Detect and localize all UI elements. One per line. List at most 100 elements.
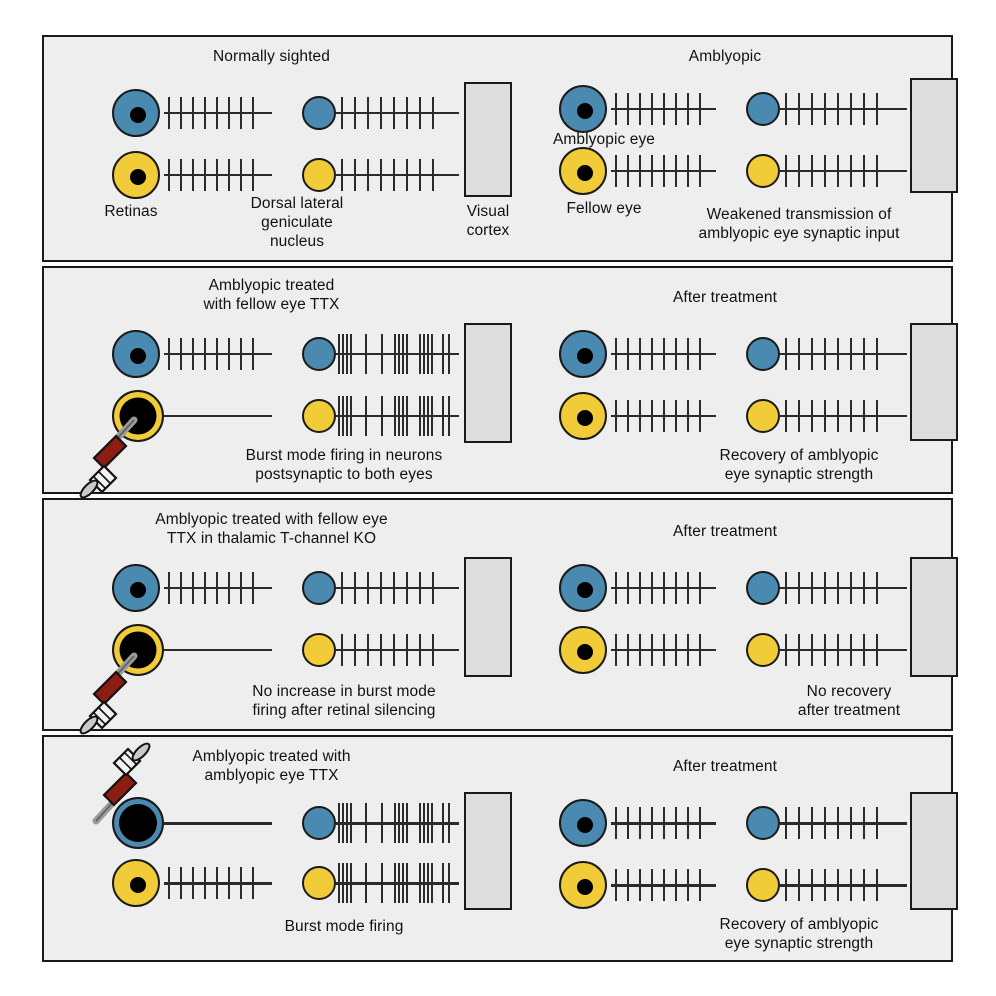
spike bbox=[639, 399, 642, 432]
retina-amblyopic-eye bbox=[112, 329, 160, 378]
burst-spike bbox=[419, 863, 422, 904]
caption-line2: after treatment bbox=[797, 702, 901, 720]
burst-spike bbox=[365, 803, 368, 844]
spike bbox=[837, 337, 840, 370]
spike bbox=[639, 572, 642, 605]
caption-line1: Burst mode firing in neurons bbox=[245, 446, 443, 464]
pupil bbox=[577, 817, 593, 834]
spike bbox=[180, 97, 183, 129]
panel-title: Normally sighted bbox=[212, 48, 331, 65]
burst-spike bbox=[394, 863, 397, 904]
panel-title: Amblyopic bbox=[688, 48, 762, 65]
spike bbox=[699, 399, 702, 432]
panel-title: After treatment bbox=[672, 288, 777, 306]
spike bbox=[824, 572, 827, 605]
burst-spike bbox=[402, 803, 405, 844]
spike bbox=[639, 807, 642, 840]
axon-geniculocortical bbox=[336, 587, 459, 590]
spike bbox=[615, 337, 618, 370]
spike bbox=[876, 869, 879, 902]
spike bbox=[663, 399, 666, 432]
spike bbox=[675, 399, 678, 432]
burst-spike bbox=[398, 803, 401, 844]
spike bbox=[627, 93, 630, 125]
spike bbox=[615, 572, 618, 605]
spike bbox=[663, 869, 666, 902]
spike bbox=[419, 159, 422, 191]
spike bbox=[811, 399, 814, 432]
burst-spike bbox=[346, 803, 349, 844]
spike bbox=[675, 93, 678, 125]
burst-spike bbox=[431, 333, 434, 374]
spike bbox=[850, 93, 853, 125]
spike bbox=[354, 97, 357, 129]
burst-spike bbox=[381, 395, 384, 436]
spike bbox=[651, 399, 654, 432]
spike bbox=[798, 807, 801, 840]
spike bbox=[876, 634, 879, 667]
spike bbox=[228, 572, 231, 605]
spike bbox=[699, 634, 702, 667]
burst-spike bbox=[406, 333, 409, 374]
retina-amblyopic-eye bbox=[559, 85, 607, 133]
burst-spike bbox=[427, 395, 430, 436]
spike bbox=[675, 869, 678, 902]
spike bbox=[876, 399, 879, 432]
caption-line1: No increase in burst mode bbox=[252, 683, 436, 701]
spike bbox=[798, 634, 801, 667]
circuit-yellow-silenced bbox=[44, 620, 499, 677]
spike bbox=[252, 97, 255, 129]
spike bbox=[863, 399, 866, 432]
spike bbox=[785, 399, 788, 432]
caption-line1: Burst mode firing bbox=[284, 918, 404, 936]
circuit-blue bbox=[44, 558, 499, 614]
lgn-relay-neuron-blue bbox=[746, 806, 780, 841]
spike bbox=[180, 159, 183, 191]
circuit-yellow bbox=[499, 141, 951, 197]
spike bbox=[240, 572, 243, 605]
burst-spike bbox=[423, 395, 426, 436]
spike bbox=[204, 159, 207, 191]
pupil bbox=[577, 644, 593, 661]
spike bbox=[252, 572, 255, 605]
circuit-blue bbox=[44, 324, 499, 380]
spike bbox=[811, 572, 814, 605]
panel-title-line2: amblyopic eye TTX bbox=[204, 767, 339, 785]
burst-spike bbox=[419, 333, 422, 374]
burst-spike bbox=[427, 863, 430, 904]
spike bbox=[811, 337, 814, 370]
spike bbox=[639, 155, 642, 187]
spike bbox=[785, 337, 788, 370]
burst-spike bbox=[381, 803, 384, 844]
spike bbox=[367, 159, 370, 191]
spike bbox=[850, 337, 853, 370]
circuit-yellow bbox=[499, 386, 951, 442]
spike bbox=[837, 572, 840, 605]
pupil bbox=[130, 877, 146, 894]
burst-spike bbox=[406, 863, 409, 904]
spike bbox=[639, 337, 642, 370]
burst-spike bbox=[442, 803, 445, 844]
burst-spike bbox=[448, 803, 451, 844]
retina-fellow-eye bbox=[559, 626, 607, 675]
amblyopia-circuit-figure: Normally sighted bbox=[42, 35, 958, 962]
axon-geniculocortical bbox=[336, 352, 459, 355]
spike bbox=[663, 807, 666, 840]
spike bbox=[252, 337, 255, 370]
burst-spike bbox=[398, 333, 401, 374]
spike bbox=[228, 97, 231, 129]
axon-geniculocortical bbox=[780, 884, 907, 887]
retina-blue bbox=[112, 89, 160, 137]
spike bbox=[863, 869, 866, 902]
spike bbox=[393, 97, 396, 129]
spike bbox=[850, 399, 853, 432]
spike bbox=[168, 337, 171, 370]
retina-silenced-amblyopic-eye bbox=[112, 797, 164, 850]
circuit-yellow bbox=[44, 145, 499, 201]
spike bbox=[240, 867, 243, 900]
spike bbox=[639, 869, 642, 902]
burst-spike bbox=[398, 395, 401, 436]
retina-amblyopic-eye bbox=[559, 799, 607, 848]
panel-title: After treatment bbox=[672, 758, 777, 776]
burst-spike bbox=[342, 333, 345, 374]
